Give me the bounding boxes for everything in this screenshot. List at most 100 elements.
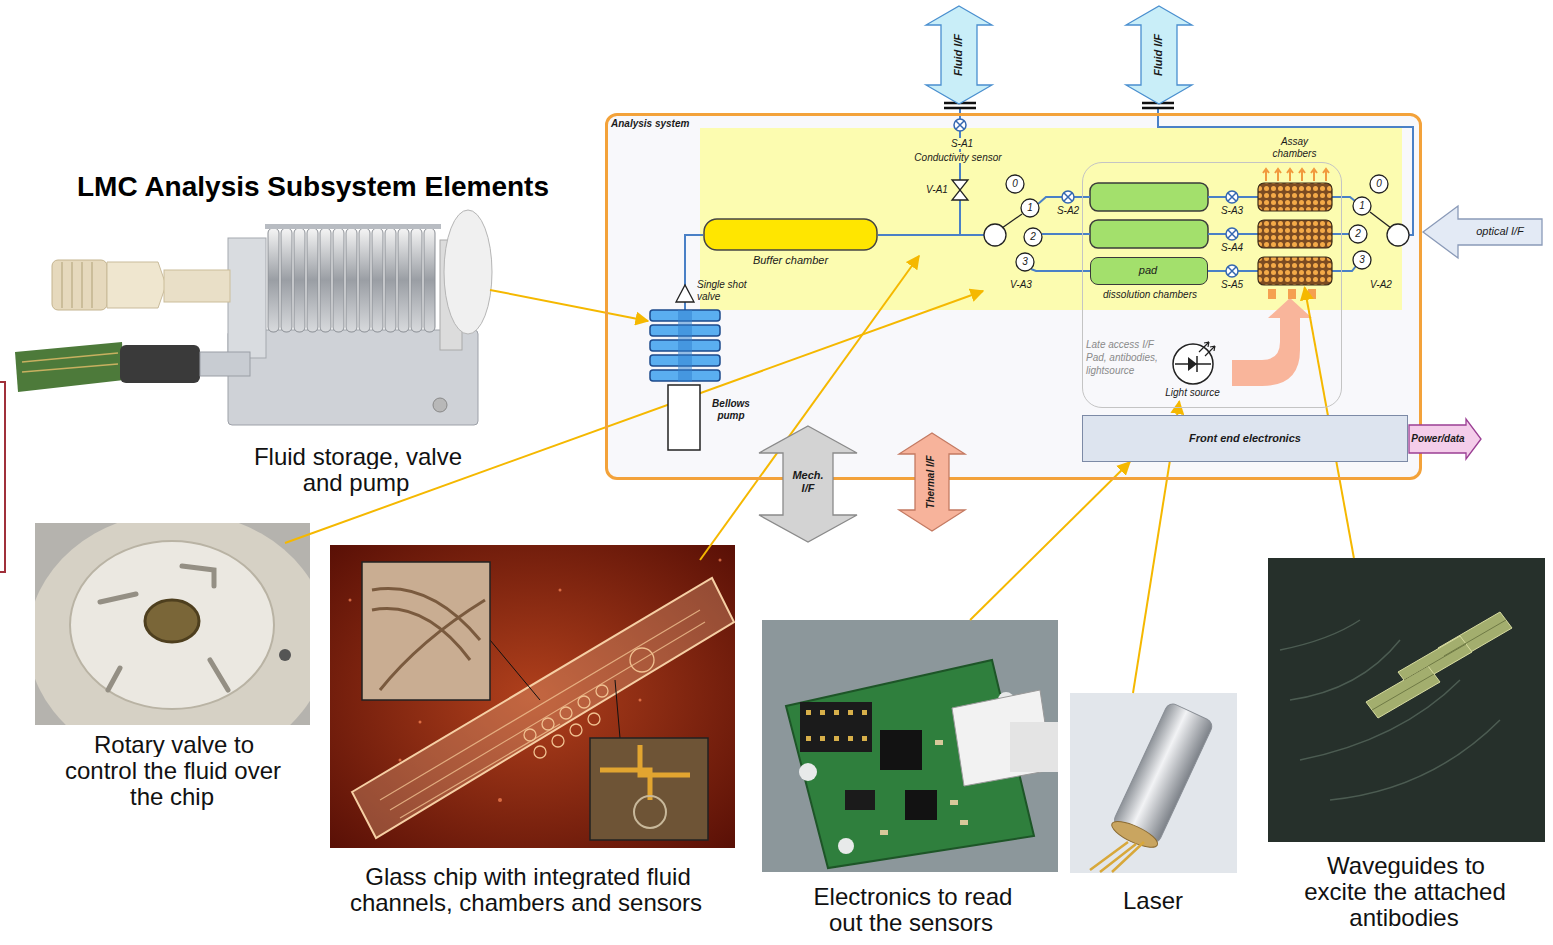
text-slot: Fluid storage, valve and pump	[242, 444, 472, 496]
thermal-interface-arrow: Thermal I/F	[898, 432, 966, 532]
shape-outline-part	[1173, 344, 1213, 384]
sensor-symbols-part	[1228, 267, 1236, 275]
rotary-valve-photo-part	[210, 660, 228, 690]
fluid-storage-photo-part	[385, 228, 396, 332]
glass-chip-photo-part-part	[596, 685, 608, 697]
fluid-channels	[685, 109, 1413, 310]
electronics-photo-part-part	[950, 800, 958, 805]
electronics-photo-part-part	[848, 710, 853, 715]
valve-symbols-part	[1016, 253, 1034, 271]
label-text: Fluid I/F	[952, 34, 964, 76]
valve-symbols-part	[1021, 199, 1039, 217]
sensor-symbols-part	[1228, 230, 1236, 238]
fluid-storage-photo-part	[320, 228, 331, 332]
label-text: 0	[1012, 178, 1018, 189]
leader-arrow	[970, 462, 1130, 620]
text-slot: optical I/F	[1458, 225, 1542, 238]
glass-chip-photo-part-part	[588, 713, 600, 725]
glass-chip-photo-part	[615, 680, 620, 738]
excitation-light-arrows-part	[1232, 298, 1312, 386]
label-text: S-A3	[1221, 205, 1243, 216]
electronics-photo-part-part	[960, 820, 968, 825]
electronics-photo-part-part	[820, 710, 825, 715]
electronics-photo-part-part	[806, 710, 811, 715]
photo-panel: Electronics to read out the sensors	[762, 620, 1058, 940]
label-text: Conductivity sensor	[912, 152, 1003, 163]
excitation-light-arrows-part	[1288, 289, 1296, 299]
text-slot: S-A4	[1215, 242, 1249, 254]
glass-chip-photo-part-part	[559, 589, 562, 592]
label-text: dissolution chambers	[1103, 289, 1197, 300]
text-slot: Bellows pump	[710, 398, 752, 422]
fluid-storage-photo-part	[307, 228, 318, 332]
valve-symbols-part	[1349, 225, 1367, 243]
electronics-photo-part	[762, 620, 1058, 872]
caption: Electronics to read out the sensors	[812, 883, 1013, 936]
power-data-arrow: Power/data	[1408, 418, 1482, 460]
label-text: Thermal I/F	[925, 455, 936, 508]
photo-panel: Laser	[1070, 693, 1237, 923]
shape-outline-part	[668, 385, 700, 450]
assay-chambers: Assay chambers	[1256, 136, 1334, 288]
glass-chip-photo-part-part	[639, 699, 642, 702]
fluid-storage-photo-part	[444, 210, 492, 334]
analysis-system-ground-part	[700, 128, 1402, 310]
glass-chip-photo-part-part	[719, 559, 722, 562]
fluid-channels-part	[685, 109, 984, 310]
label-text: Late access I/F Pad, antibodies, lightso…	[1086, 339, 1158, 376]
heading: LMC Analysis Subsystem Elements	[77, 171, 549, 202]
fluid-storage-photo-part	[359, 228, 370, 332]
label-text: Buffer chamber	[753, 254, 828, 266]
rotary-valve-photo-part	[108, 668, 120, 690]
text-slot: Power/data	[1410, 433, 1466, 445]
text-slot: Front end electronics	[1083, 432, 1407, 445]
electronics-photo-part	[838, 838, 854, 854]
label-text: V-A3	[1010, 279, 1032, 290]
label-text: Power/data	[1411, 433, 1464, 444]
left-bracket-part	[0, 382, 5, 572]
rotary-valve-photo-part	[182, 566, 214, 586]
electronics-photo-part-part	[935, 740, 943, 745]
label-text: S-A4	[1221, 242, 1243, 253]
electronics-photo-part	[880, 730, 922, 770]
text-slot: Light source	[1163, 387, 1223, 399]
glass-chip-photo-part-part	[630, 648, 654, 672]
laser-photo-part-part	[1109, 817, 1161, 853]
photo-panel: Waveguides to excite the attached antibo…	[1268, 558, 1545, 936]
text-slot: 1	[1023, 202, 1037, 214]
text-slot: S-A5	[1215, 279, 1249, 291]
text-slot: 1	[1355, 200, 1369, 212]
outline	[759, 426, 857, 542]
electronics-photo-part-part	[834, 710, 839, 715]
waveguides-photo-part	[1280, 620, 1500, 800]
bellows-pump: Bellows pump	[648, 308, 752, 452]
text-slot: V-A2	[1364, 279, 1398, 291]
laser-photo-part	[1090, 842, 1144, 872]
shape-outline-part	[1258, 220, 1332, 248]
rotary-valve-photo-part	[279, 649, 291, 661]
analysis-system-ground-part	[606, 114, 1421, 479]
fluid-storage-photo-part	[22, 353, 118, 372]
glass-chip-photo-part-part	[570, 724, 582, 736]
electronics-photo-part-part	[880, 830, 888, 835]
laser-photo-part	[1070, 693, 1237, 873]
mechanical-interface-arrow: Mech. I/F	[758, 425, 858, 543]
text-slot: Glass chip with integrated fluid channel…	[342, 864, 712, 916]
text-slot: 3	[1018, 256, 1032, 268]
glass-chip-photo-part-part	[560, 707, 572, 719]
text-slot: Mech. I/F	[786, 469, 830, 495]
photo-panel: Rotary valve to control the fluid over t…	[35, 523, 310, 818]
text-slot: Conductivity sensor	[903, 152, 1013, 164]
caption: Fluid storage, valve and pump	[252, 443, 462, 496]
label-text: Single shot valve	[697, 279, 746, 302]
text-slot: V-A3	[1004, 279, 1038, 291]
text-slot: S-A3	[1215, 205, 1249, 217]
shape-outline-part	[1258, 183, 1332, 211]
front-end-electronics: Front end electronics	[1082, 415, 1408, 462]
caption: Waveguides to excite the attached antibo…	[1304, 852, 1505, 931]
dissolution-pads-part	[1090, 220, 1208, 248]
label-text: Fluid I/F	[1152, 34, 1164, 76]
text-slot: Electronics to read out the sensors	[802, 884, 1022, 936]
